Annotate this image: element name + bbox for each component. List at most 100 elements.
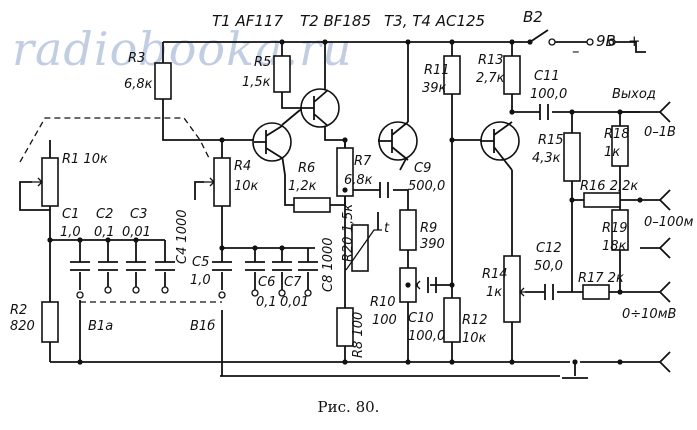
transistor-t4 bbox=[480, 121, 520, 171]
capacitor-c9 bbox=[379, 182, 389, 198]
r14-wiper-arrow bbox=[519, 287, 525, 297]
label-r16: R16 2,2к bbox=[580, 179, 638, 194]
label-c5-value: 1,0 bbox=[190, 273, 211, 288]
capacitor-c10 bbox=[427, 277, 437, 293]
label-c10: C10 bbox=[408, 311, 434, 326]
label-r13: R13 bbox=[478, 53, 504, 68]
capacitor-bank-2 bbox=[212, 261, 318, 271]
capacitor-bank-1 bbox=[70, 261, 175, 271]
label-c3: C3 bbox=[130, 207, 147, 222]
label-r12: R12 bbox=[462, 313, 488, 328]
capacitor-c12 bbox=[544, 284, 554, 300]
label-r3: R3 bbox=[128, 51, 145, 66]
label-c2: C2 bbox=[96, 207, 113, 222]
label-r19: R19 bbox=[602, 221, 628, 236]
label-r4: R4 bbox=[234, 159, 251, 174]
resistor-r2 bbox=[41, 301, 59, 343]
resistor-r9 bbox=[399, 209, 417, 251]
resistor-r19 bbox=[611, 209, 629, 251]
pot-gang-dashed-link bbox=[19, 117, 211, 163]
switch-b1b-contact-4 bbox=[304, 289, 312, 297]
label-t34: T3, T4 AC125 bbox=[384, 12, 485, 30]
label-r7-value: 6,8к bbox=[344, 173, 373, 188]
label-out1: 0–1В bbox=[644, 125, 676, 140]
label-r18-value: 1к bbox=[604, 145, 620, 160]
resistor-r17 bbox=[582, 284, 610, 300]
label-r15: R15 bbox=[538, 133, 564, 148]
r4-wiper-arrow bbox=[204, 177, 215, 187]
capacitor-c11 bbox=[539, 104, 549, 120]
label-c11-value: 100,0 bbox=[530, 87, 567, 102]
label-t2: T2 BF185 bbox=[300, 12, 371, 30]
label-out2: 0–100м bbox=[644, 215, 694, 230]
label-r8: R8 100 bbox=[351, 312, 366, 358]
label-r5: R5 bbox=[254, 55, 271, 70]
label-r5-value: 1,5к bbox=[242, 75, 271, 90]
figure-caption: Рис. 80. bbox=[317, 398, 380, 416]
label-t1: T1 AF117 bbox=[212, 12, 283, 30]
label-r13-value: 2,7к bbox=[476, 71, 505, 86]
switch-b2-contact bbox=[548, 38, 556, 46]
label-r1: R1 10к bbox=[62, 152, 108, 167]
label-r7: R7 bbox=[354, 154, 372, 169]
label-c1-value: 1,0 bbox=[60, 225, 81, 240]
label-supply: 9В bbox=[596, 32, 616, 50]
output-terminals bbox=[659, 101, 671, 373]
label-r18: R18 bbox=[604, 127, 630, 142]
resistor-r12 bbox=[443, 297, 461, 343]
label-out3: 0÷10мВ bbox=[622, 307, 677, 322]
resistor-r20 bbox=[351, 224, 369, 272]
resistor-r1 bbox=[41, 157, 59, 207]
label-r14: R14 bbox=[482, 267, 508, 282]
transistor-t2 bbox=[300, 88, 340, 128]
label-c1: C1 bbox=[62, 207, 79, 222]
label-c7-value: 0,01 bbox=[280, 295, 309, 310]
label-c4: C4 1000 bbox=[175, 209, 190, 264]
label-plus: + bbox=[628, 32, 641, 50]
r1-wiper-arrow bbox=[32, 177, 43, 187]
switch-b1b-contact-2 bbox=[251, 289, 259, 297]
label-b2: B2 bbox=[523, 8, 543, 26]
label-c6: C6 bbox=[258, 275, 275, 290]
label-r14-value: 1к bbox=[486, 285, 502, 300]
label-c10-value: 100,0 bbox=[408, 329, 445, 344]
transistor-t1 bbox=[252, 122, 292, 162]
switch-b1a-contact-2 bbox=[104, 286, 112, 294]
label-c2-value: 0,1 bbox=[94, 225, 115, 240]
transistor-t3 bbox=[378, 121, 418, 161]
label-r11: R11 bbox=[424, 63, 450, 78]
junction-dots bbox=[47, 39, 643, 365]
label-r20: R20 1,5к bbox=[341, 204, 356, 262]
label-r9-value: 390 bbox=[420, 237, 445, 252]
label-r2: R2 bbox=[10, 303, 27, 318]
label-r11-value: 39к bbox=[422, 81, 447, 96]
resistor-r13 bbox=[503, 55, 521, 95]
label-r12-value: 10к bbox=[462, 331, 487, 346]
r10-wiper-arrow bbox=[415, 280, 421, 290]
resistor-r4 bbox=[213, 157, 231, 207]
resistor-r18 bbox=[611, 125, 629, 167]
label-r3-value: 6,8к bbox=[124, 77, 153, 92]
resistor-r15 bbox=[563, 132, 581, 182]
switch-b1a-contact-4 bbox=[161, 286, 169, 294]
label-c11: C11 bbox=[534, 69, 560, 84]
resistor-r11 bbox=[443, 55, 461, 95]
label-r2-value: 820 bbox=[10, 319, 35, 334]
resistor-r6 bbox=[293, 197, 331, 213]
label-c3-value: 0,01 bbox=[122, 225, 151, 240]
label-r10: R10 bbox=[370, 295, 396, 310]
resistor-r16 bbox=[583, 192, 621, 208]
supply-terminal-plus bbox=[608, 38, 616, 46]
resistor-r5 bbox=[273, 55, 291, 93]
resistor-r8 bbox=[336, 307, 354, 347]
switch-b1a-contact bbox=[76, 291, 84, 299]
label-r6: R6 bbox=[298, 161, 315, 176]
label-minus: – bbox=[572, 42, 580, 60]
label-r6-value: 1,2к bbox=[288, 179, 317, 194]
label-thermistor-t: t bbox=[384, 221, 390, 236]
label-out-title: Выход bbox=[612, 87, 656, 102]
label-c9-value: 500,0 bbox=[408, 179, 445, 194]
switch-b1b-contact bbox=[218, 291, 226, 299]
